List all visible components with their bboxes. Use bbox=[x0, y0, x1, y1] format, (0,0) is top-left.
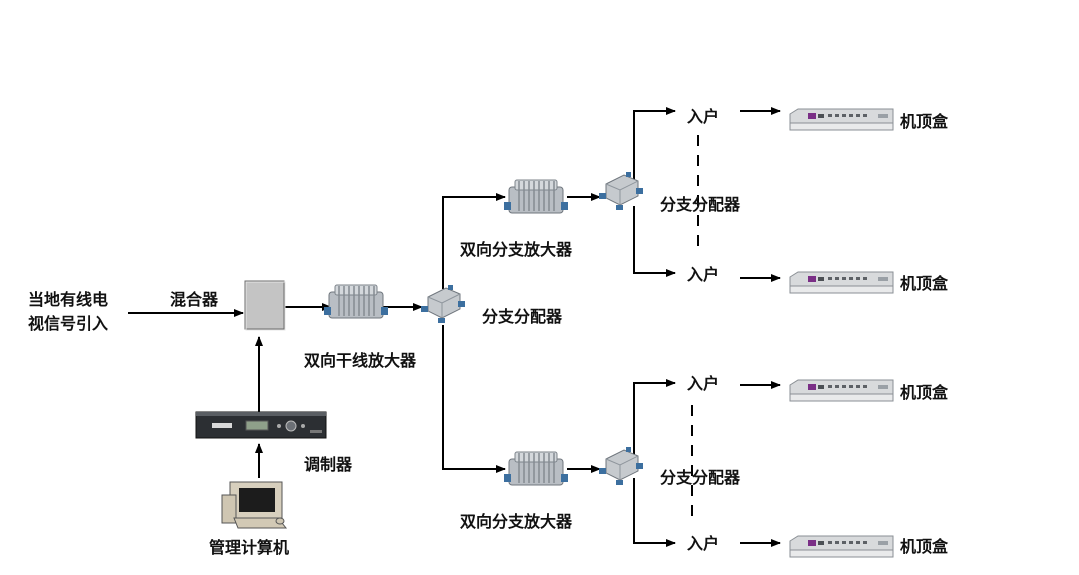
connection-lines bbox=[128, 107, 781, 547]
upper-splitter-icon bbox=[598, 171, 644, 211]
mgmt-computer-label: 管理计算机 bbox=[209, 538, 289, 557]
upper-splitter-label: 分支分配器 bbox=[660, 195, 741, 214]
modulator-label: 调制器 bbox=[304, 455, 353, 474]
lower-branch-amplifier-icon bbox=[503, 451, 569, 486]
stb-label-3: 机顶盒 bbox=[900, 383, 949, 402]
stb-icon-4 bbox=[789, 535, 894, 558]
stb-icon-2 bbox=[789, 271, 894, 294]
household-label-1: 入户 bbox=[687, 107, 719, 126]
household-label-4: 入户 bbox=[687, 534, 719, 553]
management-computer-icon bbox=[221, 481, 288, 529]
lower-splitter-icon bbox=[598, 446, 644, 486]
household-label-2: 入户 bbox=[687, 265, 719, 284]
trunk-amplifier-label: 双向干线放大器 bbox=[304, 351, 417, 370]
stb-label-1: 机顶盒 bbox=[900, 112, 949, 131]
lower-branch-amplifier-label: 双向分支放大器 bbox=[460, 512, 573, 531]
stb-icon-3 bbox=[789, 379, 894, 402]
signal-source-label-line2: 视信号引入 bbox=[28, 314, 108, 333]
lower-splitter-label: 分支分配器 bbox=[660, 468, 741, 487]
mixer-label: 混合器 bbox=[170, 290, 219, 309]
modulator-device-icon bbox=[195, 411, 327, 439]
household-label-3: 入户 bbox=[687, 374, 719, 393]
upper-branch-amplifier-icon bbox=[503, 179, 569, 214]
stb-label-2: 机顶盒 bbox=[900, 274, 949, 293]
main-splitter-label: 分支分配器 bbox=[482, 307, 563, 326]
signal-source-label-line1: 当地有线电 bbox=[28, 290, 108, 309]
dashed-continuation-lines bbox=[691, 135, 699, 520]
trunk-amplifier-icon bbox=[323, 284, 389, 319]
stb-label-4: 机顶盒 bbox=[900, 537, 949, 556]
main-splitter-icon bbox=[420, 284, 466, 324]
upper-branch-amplifier-label: 双向分支放大器 bbox=[460, 240, 573, 259]
stb-icon-1 bbox=[789, 108, 894, 131]
mixer-box bbox=[244, 280, 286, 331]
